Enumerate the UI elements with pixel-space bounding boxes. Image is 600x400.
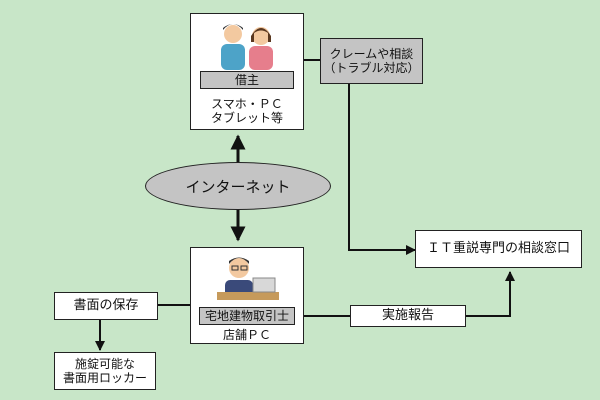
report-box: 実施報告 [350, 305, 466, 327]
internet-label: インターネット [185, 177, 291, 196]
couple-illustration [221, 24, 273, 70]
locker-line2: 書面用ロッカー [62, 371, 147, 385]
internet-ellipse: インターネット [145, 162, 331, 210]
locker-line1: 施錠可能な [74, 357, 135, 371]
claim-line2: （トラブル対応） [323, 61, 420, 75]
borrower-devices-line2: タブレット等 [210, 111, 283, 125]
borrower-box: 借主 スマホ・ＰＣ タブレット等 [190, 13, 304, 130]
arrow-claim-to-itdesk [348, 84, 416, 255]
claim-line1: クレームや相談 [329, 47, 414, 61]
borrower-devices-line1: スマホ・ＰＣ [211, 97, 283, 111]
arrow-report-to-itdesk [466, 271, 515, 317]
report-label: 実施報告 [381, 308, 434, 323]
agent-badge: 宅地建物取引士 [199, 307, 295, 325]
store-pc-label: 店舗ＰＣ [222, 328, 271, 342]
agent-box: 宅地建物取引士 店舗ＰＣ [190, 247, 304, 344]
it-desk-label: ＩＴ重説専門の相談窓口 [426, 241, 570, 256]
storage-box: 書面の保存 [54, 292, 158, 320]
storage-label: 書面の保存 [73, 298, 139, 313]
locker-box: 施錠可能な 書面用ロッカー [54, 352, 156, 390]
borrower-badge: 借主 [200, 71, 294, 89]
it-desk-box: ＩＴ重説専門の相談窓口 [415, 230, 582, 268]
claim-box: クレームや相談 （トラブル対応） [320, 38, 423, 84]
agent-illustration [217, 257, 279, 300]
